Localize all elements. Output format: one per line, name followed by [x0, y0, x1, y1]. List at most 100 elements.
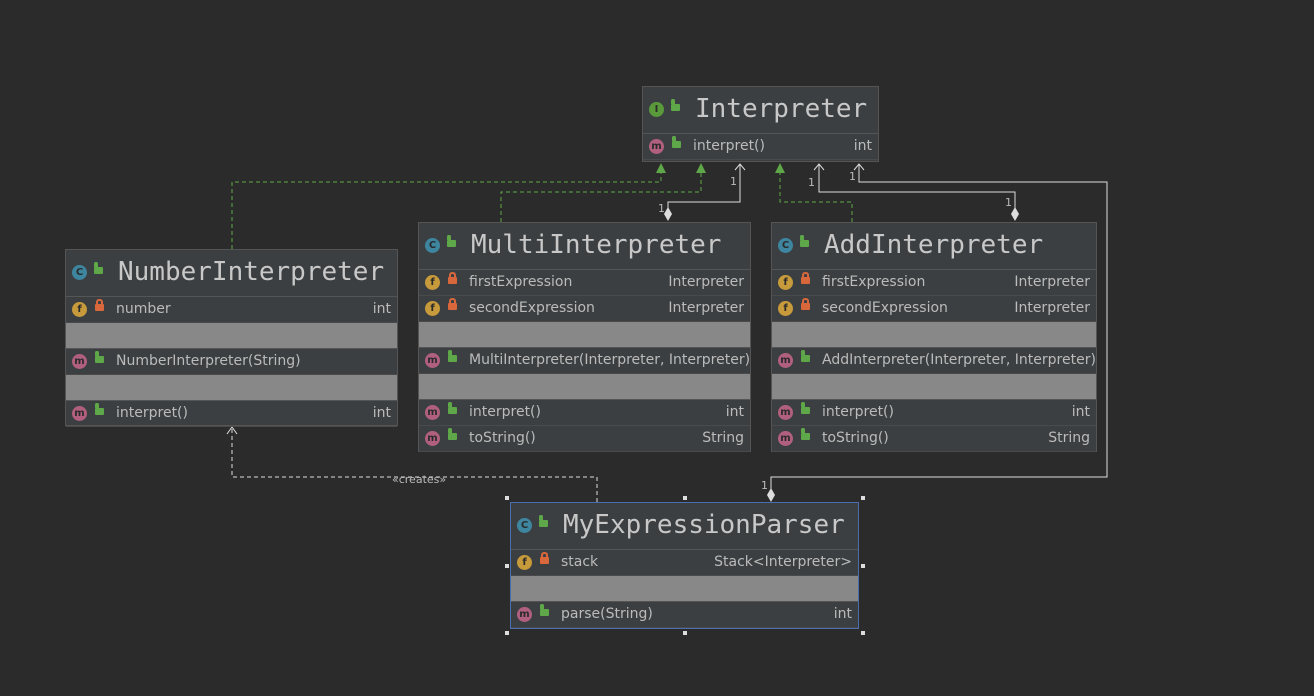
method-name: parse(String): [561, 606, 653, 622]
public-lock-icon: [800, 235, 809, 247]
resize-handle[interactable]: [861, 496, 865, 500]
resize-handle[interactable]: [683, 631, 687, 635]
private-lock-icon: [540, 552, 549, 564]
field-name: firstExpression: [822, 274, 926, 290]
method-icon: m: [778, 353, 793, 368]
class-header[interactable]: C NumberInterpreter: [66, 250, 397, 297]
number-interpreter-class-box[interactable]: C NumberInterpreter f number int m Numbe…: [65, 249, 398, 427]
creates-dependency-edge: [231, 428, 598, 502]
class-icon: C: [778, 238, 793, 253]
private-lock-icon: [448, 298, 457, 310]
multi-implements-arrow: [696, 163, 706, 173]
constructor-row[interactable]: m MultiInterpreter(Interpreter, Interpre…: [419, 348, 750, 374]
public-lock-icon: [671, 99, 680, 111]
public-lock-icon: [801, 350, 810, 362]
method-icon: m: [425, 405, 440, 420]
public-lock-icon: [447, 235, 456, 247]
method-row[interactable]: m toString() String: [772, 426, 1096, 452]
field-row[interactable]: f number int: [66, 297, 397, 323]
parser-aggregation-edge: [770, 164, 1108, 491]
method-type: int: [853, 138, 872, 154]
method-name: toString(): [822, 430, 889, 446]
interpreter-interface-box[interactable]: I Interpreter m interpret() int: [642, 86, 879, 162]
constructor-row[interactable]: m NumberInterpreter(String): [66, 349, 397, 375]
field-type: Interpreter: [668, 300, 744, 316]
resize-handle[interactable]: [861, 564, 865, 568]
private-lock-icon: [801, 272, 810, 284]
method-row[interactable]: m interpret() int: [772, 400, 1096, 426]
field-type: Interpreter: [1014, 300, 1090, 316]
method-row[interactable]: m interpret() int: [643, 134, 878, 160]
method-icon: m: [778, 405, 793, 420]
method-type: int: [1071, 404, 1090, 420]
resize-handle[interactable]: [505, 631, 509, 635]
add-interpreter-class-box[interactable]: C AddInterpreter f firstExpression Inter…: [771, 222, 1097, 452]
method-name: interpret(): [822, 404, 894, 420]
section-separator: [772, 374, 1096, 400]
resize-handle[interactable]: [505, 496, 509, 500]
resize-handle[interactable]: [861, 631, 865, 635]
field-name: number: [116, 301, 171, 317]
public-lock-icon: [540, 604, 549, 616]
class-title: Interpreter: [695, 94, 868, 124]
section-separator: [772, 322, 1096, 348]
method-name: interpret(): [693, 138, 765, 154]
method-type: int: [833, 606, 852, 622]
class-icon: C: [425, 238, 440, 253]
private-lock-icon: [801, 298, 810, 310]
method-icon: m: [425, 353, 440, 368]
class-title: AddInterpreter: [824, 230, 1044, 260]
field-row[interactable]: f stack Stack<Interpreter>: [511, 550, 858, 576]
field-icon: f: [778, 301, 793, 316]
multi-aggregation-edge: [667, 164, 741, 209]
field-row[interactable]: f firstExpression Interpreter: [419, 270, 750, 296]
class-header[interactable]: C MyExpressionParser: [511, 503, 858, 550]
method-name: interpret(): [116, 405, 188, 421]
field-type: Stack<Interpreter>: [714, 554, 852, 570]
multi-aggregation-arrow: [734, 163, 746, 171]
creates-stereotype-label: «creates»: [392, 473, 447, 486]
field-type: Interpreter: [1014, 274, 1090, 290]
class-title: MultiInterpreter: [471, 230, 722, 260]
public-lock-icon: [94, 262, 103, 274]
multi-interpreter-class-box[interactable]: C MultiInterpreter f firstExpression Int…: [418, 222, 751, 452]
public-lock-icon: [539, 515, 548, 527]
public-lock-icon: [801, 402, 810, 414]
public-lock-icon: [448, 402, 457, 414]
multiplicity-label: 1: [1005, 196, 1012, 209]
field-row[interactable]: f secondExpression Interpreter: [419, 296, 750, 322]
add-aggregation-edge: [818, 164, 1016, 209]
method-row[interactable]: m interpret() int: [66, 401, 397, 427]
field-row[interactable]: f firstExpression Interpreter: [772, 270, 1096, 296]
constructor-name: MultiInterpreter(Interpreter, Interprete…: [469, 352, 751, 368]
method-row[interactable]: m interpret() int: [419, 400, 750, 426]
class-title: MyExpressionParser: [563, 510, 845, 540]
method-icon: m: [778, 431, 793, 446]
method-row[interactable]: m parse(String) int: [511, 602, 858, 628]
section-separator: [66, 323, 397, 349]
number-implements-edge: [231, 168, 662, 249]
public-lock-icon: [672, 136, 681, 148]
resize-handle[interactable]: [683, 496, 687, 500]
class-header[interactable]: C AddInterpreter: [772, 223, 1096, 270]
multiplicity-label: 1: [761, 479, 768, 492]
public-lock-icon: [448, 350, 457, 362]
add-implements-arrow: [775, 163, 785, 173]
field-type: int: [372, 301, 391, 317]
method-row[interactable]: m toString() String: [419, 426, 750, 452]
constructor-row[interactable]: m AddInterpreter(Interpreter, Interprete…: [772, 348, 1096, 374]
public-lock-icon: [95, 351, 104, 363]
number-implements-arrow: [656, 163, 666, 173]
field-row[interactable]: f secondExpression Interpreter: [772, 296, 1096, 322]
field-icon: f: [778, 275, 793, 290]
section-separator: [419, 322, 750, 348]
class-header[interactable]: C MultiInterpreter: [419, 223, 750, 270]
resize-handle[interactable]: [505, 564, 509, 568]
multiplicity-label: 1: [730, 175, 737, 188]
field-name: firstExpression: [469, 274, 573, 290]
public-lock-icon: [801, 428, 810, 440]
my-expression-parser-class-box[interactable]: C MyExpressionParser f stack Stack<Inter…: [510, 502, 859, 629]
multiplicity-label: 1: [849, 170, 856, 183]
class-header[interactable]: I Interpreter: [643, 87, 878, 134]
